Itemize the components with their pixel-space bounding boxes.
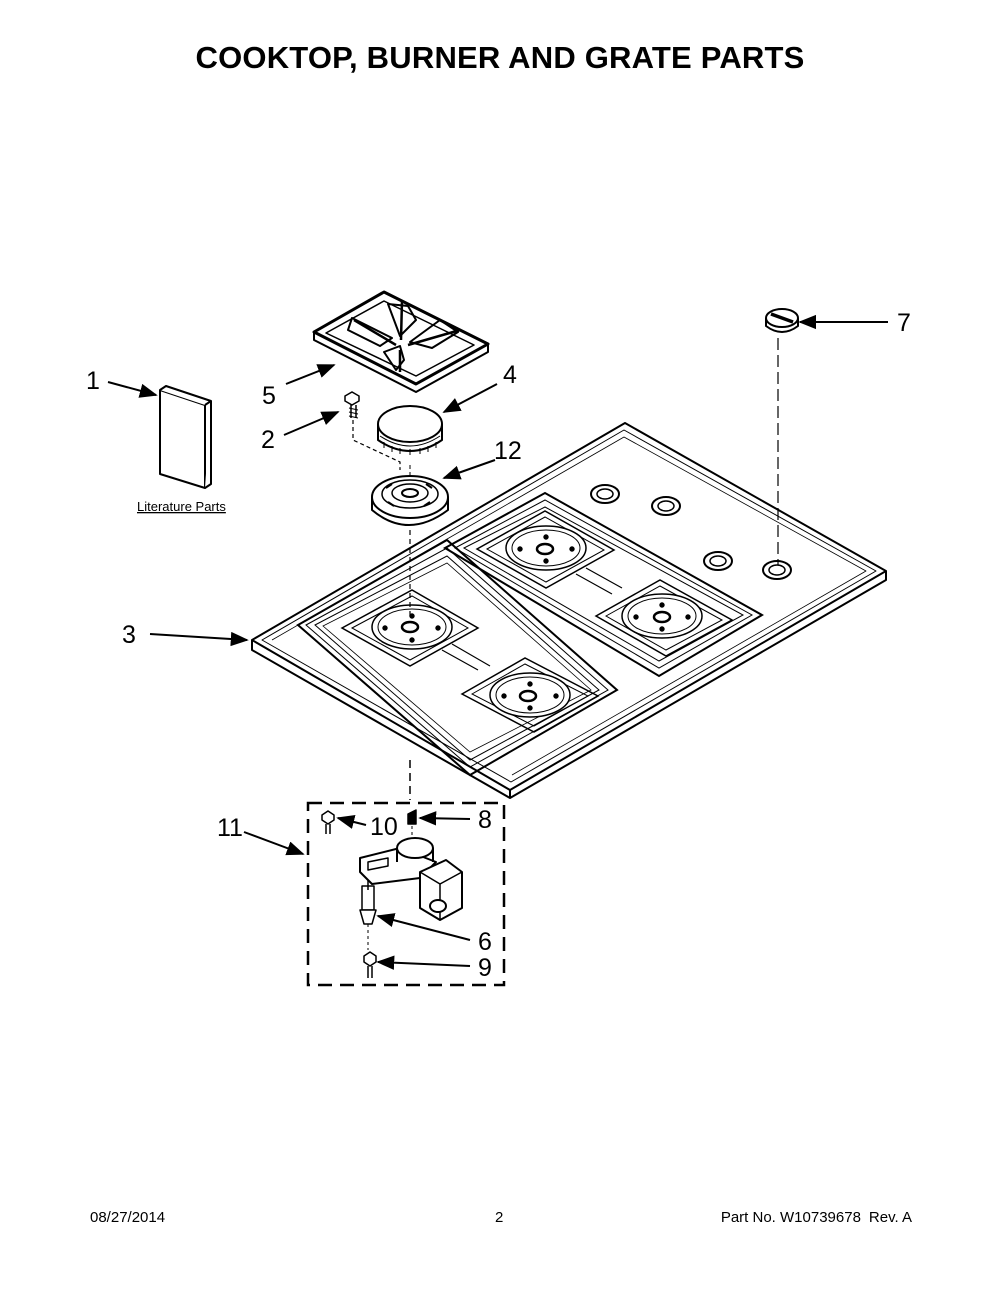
footer-part-info: Part No. W10739678 Rev. A xyxy=(713,1209,912,1226)
footer-revision: Rev. A xyxy=(868,1209,912,1226)
right-burner-well xyxy=(442,491,765,678)
left-burner-well xyxy=(296,538,619,777)
callout-4: 4 xyxy=(503,361,517,389)
burner-grate xyxy=(312,290,490,393)
valve-assembly xyxy=(321,809,463,978)
burner-cap xyxy=(377,405,443,455)
callout-5: 5 xyxy=(262,382,276,410)
burner-base xyxy=(371,475,449,526)
callout-11: 11 xyxy=(217,814,243,842)
callout-12: 12 xyxy=(494,437,522,465)
callout-9: 9 xyxy=(478,954,492,982)
callout-2: 2 xyxy=(261,426,275,454)
callout-1: 1 xyxy=(86,367,100,395)
callout-3: 3 xyxy=(122,621,136,649)
callout-10: 10 xyxy=(370,813,398,841)
footer-date: 08/27/2014 xyxy=(90,1209,166,1226)
literature-parts-booklet xyxy=(159,385,212,489)
literature-parts-label: Literature Parts xyxy=(137,499,226,514)
screw xyxy=(344,391,401,470)
page-title: COOKTOP, BURNER AND GRATE PARTS xyxy=(195,40,805,75)
callout-8: 8 xyxy=(478,806,492,834)
control-knob xyxy=(765,308,799,333)
leader-lines xyxy=(107,314,888,970)
valve-assembly-box xyxy=(306,801,506,987)
footer-page-number: 2 xyxy=(495,1209,504,1226)
footer-part-number: Part No. W10739678 xyxy=(720,1209,861,1226)
callout-6: 6 xyxy=(478,928,492,956)
cooktop xyxy=(251,422,887,799)
callout-7: 7 xyxy=(897,309,911,337)
knob-holes xyxy=(590,484,792,580)
